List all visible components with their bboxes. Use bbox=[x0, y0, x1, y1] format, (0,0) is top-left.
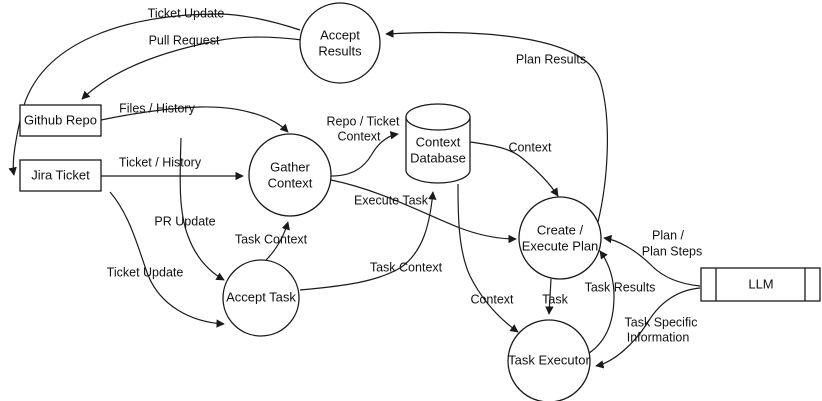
edge-label-plan-steps-line1: Plan / bbox=[652, 228, 684, 242]
edge-github-repo-to-gather-context bbox=[100, 106, 289, 133]
edge-gather-context-to-context-database bbox=[330, 131, 399, 177]
node-task-executor-label: Task Executor bbox=[508, 352, 590, 367]
node-create-execute-plan-label-line1: Create / bbox=[537, 222, 584, 237]
edge-label-task-results: Task Results bbox=[585, 280, 656, 294]
edge-label-layer: Ticket Update Pull Request Plan Results … bbox=[107, 6, 703, 344]
node-layer: Accept Results Github Repo Jira Ticket G… bbox=[19, 2, 821, 401]
edge-context-database-to-task-executor bbox=[457, 183, 519, 333]
node-create-execute-plan-label-line2: Execute Plan bbox=[522, 238, 599, 253]
edge-layer bbox=[8, 13, 701, 369]
edge-label-context-db-to-plan: Context bbox=[508, 140, 552, 154]
node-gather-context-label-line1: Gather bbox=[270, 159, 310, 174]
edge-label-ticket-update-accept: Ticket Update bbox=[107, 265, 184, 279]
edge-label-ticket-history: Ticket / History bbox=[119, 155, 202, 169]
node-github-repo-label: Github Repo bbox=[24, 112, 97, 127]
node-gather-context-label-line2: Context bbox=[268, 175, 313, 190]
edge-create-execute-plan-to-task-executor bbox=[545, 278, 554, 315]
edge-accept-task-to-context-database bbox=[299, 191, 437, 291]
node-llm-label: LLM bbox=[748, 276, 773, 291]
edge-accept-results-to-github-repo bbox=[81, 36, 303, 100]
node-accept-results-label-line2: Results bbox=[318, 43, 362, 58]
edge-label-pr-update: PR Update bbox=[154, 214, 215, 228]
node-llm[interactable]: LLM bbox=[700, 267, 821, 302]
edge-label-task-context-plan: Task Context bbox=[370, 260, 443, 274]
node-context-database[interactable]: Context Database bbox=[405, 103, 471, 184]
node-accept-task[interactable]: Accept Task bbox=[222, 259, 300, 337]
edge-label-pull-request: Pull Request bbox=[149, 33, 220, 47]
edge-accept-results-to-jira-ticket bbox=[8, 13, 301, 176]
node-accept-task-label: Accept Task bbox=[226, 289, 296, 304]
node-context-database-label-line1: Context bbox=[416, 134, 461, 149]
edge-gather-context-to-create-execute-plan bbox=[330, 179, 517, 244]
edge-label-task-specific-line1: Task Specific bbox=[625, 315, 698, 329]
node-accept-results-label-line1: Accept bbox=[320, 27, 360, 42]
node-gather-context[interactable]: Gather Context bbox=[248, 133, 332, 217]
node-accept-results[interactable]: Accept Results bbox=[299, 2, 381, 84]
node-jira-ticket[interactable]: Jira Ticket bbox=[19, 159, 102, 192]
edge-llm-to-create-execute-plan bbox=[603, 234, 701, 287]
edge-github-repo-to-accept-task bbox=[179, 137, 225, 281]
edge-label-files-history: Files / History bbox=[119, 101, 195, 115]
edge-label-repo-ticket-context-line2: Context bbox=[337, 129, 381, 143]
edge-accept-task-to-gather-context bbox=[265, 221, 290, 261]
edge-context-database-to-create-execute-plan bbox=[469, 141, 559, 197]
edge-plan-to-accept-results bbox=[385, 29, 608, 223]
node-create-execute-plan[interactable]: Create / Execute Plan bbox=[518, 196, 602, 280]
node-task-executor[interactable]: Task Executor bbox=[507, 319, 591, 401]
edge-label-context-to-executor: Context bbox=[470, 292, 514, 306]
edge-label-execute-task: Execute Task bbox=[354, 193, 429, 207]
edge-label-task-to-executor: Task bbox=[542, 292, 568, 306]
node-context-database-label-line2: Database bbox=[410, 150, 466, 165]
edge-label-plan-steps-line2: Plan Steps bbox=[642, 244, 702, 258]
edge-label-task-context-gather: Task Context bbox=[235, 232, 308, 246]
node-jira-ticket-label: Jira Ticket bbox=[31, 167, 90, 182]
edge-label-repo-ticket-context-line1: Repo / Ticket bbox=[327, 114, 400, 128]
edge-label-plan-results: Plan Results bbox=[516, 52, 586, 66]
edge-label-task-specific-line2: Information bbox=[627, 330, 690, 344]
node-github-repo[interactable]: Github Repo bbox=[19, 104, 102, 137]
edge-llm-to-task-executor bbox=[595, 287, 701, 369]
edge-task-executor-to-create-execute-plan bbox=[585, 250, 615, 356]
edge-label-ticket-update-top: Ticket Update bbox=[148, 6, 225, 20]
edge-jira-ticket-to-accept-task bbox=[109, 191, 225, 328]
